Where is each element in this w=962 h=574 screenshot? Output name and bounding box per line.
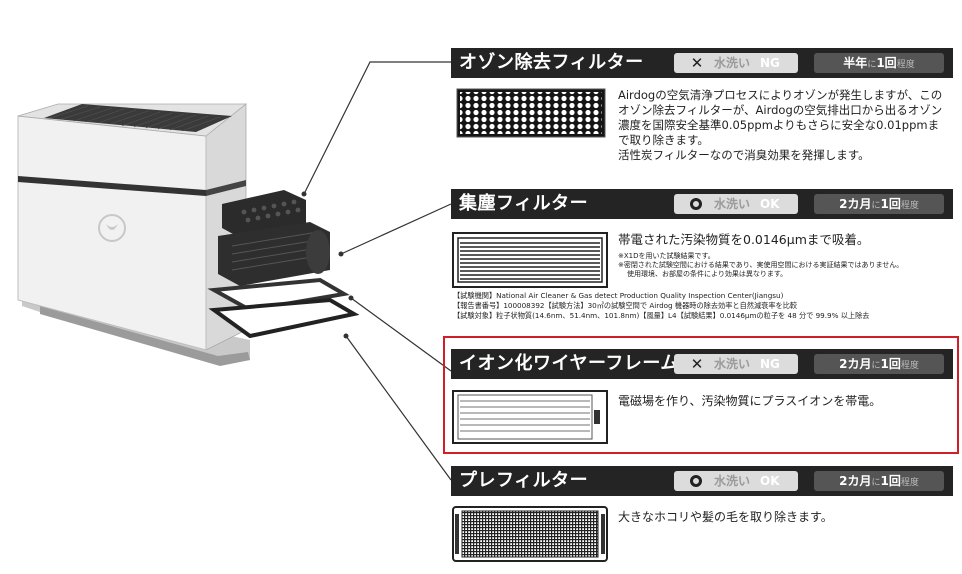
section-title: プレフィルター [459, 470, 589, 491]
wash-label: 水洗い [714, 357, 751, 371]
wash-result: OK [760, 197, 780, 211]
period-pre: 2カ月 [839, 474, 872, 488]
note-line: ※密閉された試験空間における結果であり、実使用空間における実証結果ではありません… [618, 261, 904, 269]
note-line: ※X1Dを用いた試験結果です。 [618, 252, 715, 260]
test-line: 【報告書番号】100008392【試験方法】30㎥の試験空間で Airdog 機… [453, 301, 798, 310]
replace-period-badge: 2カ月に1回程度 [814, 194, 944, 214]
wash-result: OK [760, 474, 780, 488]
section-header-dust: 集塵フィルター 水洗い OK 2カ月に1回程度 [451, 189, 953, 219]
dust-notes: ※X1Dを用いた試験結果です。 ※密閉された試験空間における結果であり、実使用空… [618, 252, 903, 279]
cross-icon: ✕ [690, 355, 704, 373]
wash-badge: 水洗い OK [674, 194, 798, 214]
period-post: 程度 [900, 201, 919, 211]
circle-icon [690, 475, 702, 487]
desc-line: オゾン除去フィルターが、Airdogの空気排出口から出るオゾン [618, 103, 943, 117]
wash-badge: ✕ 水洗い NG [674, 354, 798, 374]
pre-filter-description: 大きなホコリや髪の毛を取り除きます。 [618, 510, 833, 524]
desc-line: 活性炭フィルターなので消臭効果を発揮します。 [618, 148, 870, 162]
section-title: 集塵フィルター [459, 193, 589, 214]
ozone-description: Airdogの空気清浄プロセスによりオゾンが発生しますが、この オゾン除去フィル… [618, 88, 942, 163]
cross-icon: ✕ [690, 54, 704, 72]
wash-result: NG [760, 357, 780, 371]
wash-result: NG [760, 56, 780, 70]
period-post: 程度 [900, 478, 919, 488]
dust-description: 帯電された汚染物質を0.0146μmまで吸着。 [618, 232, 870, 247]
period-mid: に [871, 361, 881, 371]
period-count: 1回 [876, 56, 897, 70]
desc-line: Airdogの空気清浄プロセスによりオゾンが発生しますが、この [618, 88, 943, 102]
period-post: 程度 [900, 361, 919, 371]
highlight-frame [443, 336, 959, 454]
period-mid: に [867, 60, 877, 70]
period-count: 1回 [880, 357, 901, 371]
replace-period-badge: 2カ月に1回程度 [814, 354, 944, 374]
wash-badge: ✕ 水洗い NG [674, 53, 798, 73]
note-line: 使用環境、お部屋の条件により効果は異なります。 [627, 270, 788, 278]
ion-wire-frame-image [452, 390, 608, 444]
desc-line: 濃度を国際安全基準0.05ppmよりもさらに安全な0.01ppmま [618, 118, 940, 132]
period-post: 程度 [896, 60, 915, 70]
circle-icon [690, 198, 702, 210]
wash-badge: 水洗い OK [674, 471, 798, 491]
period-count: 1回 [880, 474, 901, 488]
pre-filter-image [452, 506, 608, 562]
wash-label: 水洗い [714, 56, 751, 70]
wash-label: 水洗い [714, 474, 751, 488]
period-mid: に [871, 201, 881, 211]
test-line: 【試験対象】粒子状物質(14.6nm、51.4nm、101.8nm)【風量】L4… [453, 311, 870, 320]
test-line: 【試験機関】National Air Cleaner & Gas detect … [453, 291, 784, 300]
period-count: 1回 [880, 197, 901, 211]
wash-label: 水洗い [714, 197, 751, 211]
replace-period-badge: 半年に1回程度 [814, 53, 944, 73]
dust-filter-image [452, 232, 608, 288]
section-title: オゾン除去フィルター [459, 52, 644, 73]
leader-lines [303, 61, 452, 481]
period-pre: 2カ月 [839, 197, 872, 211]
period-mid: に [871, 478, 881, 488]
section-title: イオン化ワイヤーフレーム [459, 353, 679, 374]
period-pre: 半年 [843, 56, 868, 70]
ozone-filter-image [456, 88, 606, 138]
period-pre: 2カ月 [839, 357, 872, 371]
section-header-ion-wire: イオン化ワイヤーフレーム ✕ 水洗い NG 2カ月に1回程度 [451, 349, 953, 379]
desc-line: で取り除きます。 [618, 133, 709, 147]
section-header-pre-filter: プレフィルター 水洗い OK 2カ月に1回程度 [451, 466, 953, 496]
test-report: 【試験機関】National Air Cleaner & Gas detect … [453, 291, 869, 321]
replace-period-badge: 2カ月に1回程度 [814, 471, 944, 491]
ion-wire-description: 電磁場を作り、汚染物質にプラスイオンを帯電。 [618, 394, 882, 408]
section-header-ozone: オゾン除去フィルター ✕ 水洗い NG 半年に1回程度 [451, 48, 953, 78]
